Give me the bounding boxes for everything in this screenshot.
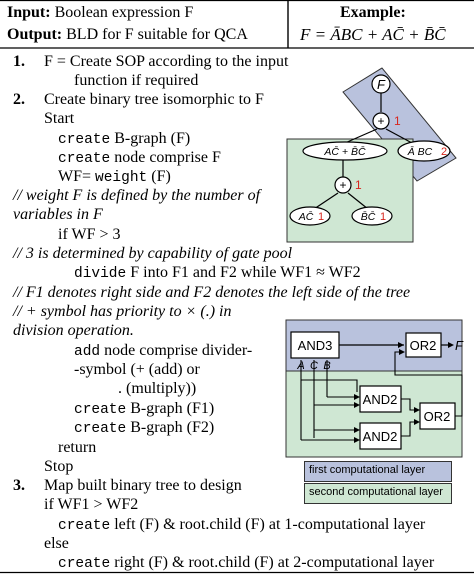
algo-if-compare: if WF1 > WF2 — [44, 496, 139, 513]
algo-if-weight: if WF > 3 — [58, 226, 121, 243]
comment-weight-1: // weight F is defined by the number of — [13, 187, 261, 204]
legend-second-layer-label: second computational layer — [309, 486, 443, 498]
algo-create-left: create left (F) & root.child (F) at 1-co… — [58, 516, 426, 534]
comment-priority-1: // + symbol has priority to × (.) in — [13, 303, 232, 320]
algo-create-f2: create B-graph (F2) — [74, 419, 215, 437]
comment-sides: // F1 denotes right side and F2 denotes … — [13, 284, 411, 301]
algo-divide: divide F into F1 and F2 while WF1 ≈ WF2 — [74, 264, 361, 282]
algo-create-bgraph: create B-graph (F) — [58, 130, 191, 148]
input-row: Input: Boolean expression F — [7, 3, 193, 22]
algo-add-multiply: . (multiply)) — [118, 380, 197, 397]
legend-second-layer: second computational layer — [304, 483, 452, 504]
step-2-number: 2. — [13, 91, 25, 108]
input-text: Boolean expression F — [54, 4, 194, 21]
algo-else: else — [44, 535, 69, 552]
algo-add-node: add node comprise divider- — [74, 342, 253, 360]
output-text: BLD for F suitable for QCA — [66, 26, 248, 43]
step-2-line-2: Start — [44, 110, 75, 127]
step-1-number: 1. — [13, 53, 25, 70]
step-1-line-2: function if required — [74, 72, 199, 89]
algo-return: return — [58, 439, 97, 456]
example-expression: F = ĀBC + AC̄ + B̄C̄ — [300, 25, 446, 44]
input-label: Input: — [7, 4, 51, 21]
output-label: Output: — [7, 26, 63, 43]
algo-create-node: create node comprise F — [58, 149, 221, 167]
step-1-line-1: F = Create SOP according to the input — [44, 53, 289, 70]
step-3-number: 3. — [13, 477, 25, 494]
algo-create-f1: create B-graph (F1) — [74, 400, 215, 418]
algo-add-symbol: -symbol (+ (add) or — [74, 361, 200, 378]
algo-stop: Stop — [44, 458, 74, 475]
comment-priority-2: division operation. — [13, 322, 134, 339]
algo-create-right: create right (F) & root.child (F) at 2-c… — [58, 554, 435, 572]
algo-weight: WF= weight (F) — [58, 168, 171, 186]
step-3-text: Map built binary tree to design — [44, 477, 242, 494]
legend-first-layer: first computational layer — [304, 461, 452, 482]
step-2-line-1: Create binary tree isomorphic to F — [44, 91, 264, 108]
comment-weight-2: variables in F — [13, 206, 103, 223]
example-label: Example: — [340, 4, 406, 21]
comment-gate-pool: // 3 is determined by capability of gate… — [13, 245, 293, 262]
output-row: Output: BLD for F suitable for QCA — [7, 25, 248, 44]
legend-first-layer-label: first computational layer — [309, 464, 426, 476]
